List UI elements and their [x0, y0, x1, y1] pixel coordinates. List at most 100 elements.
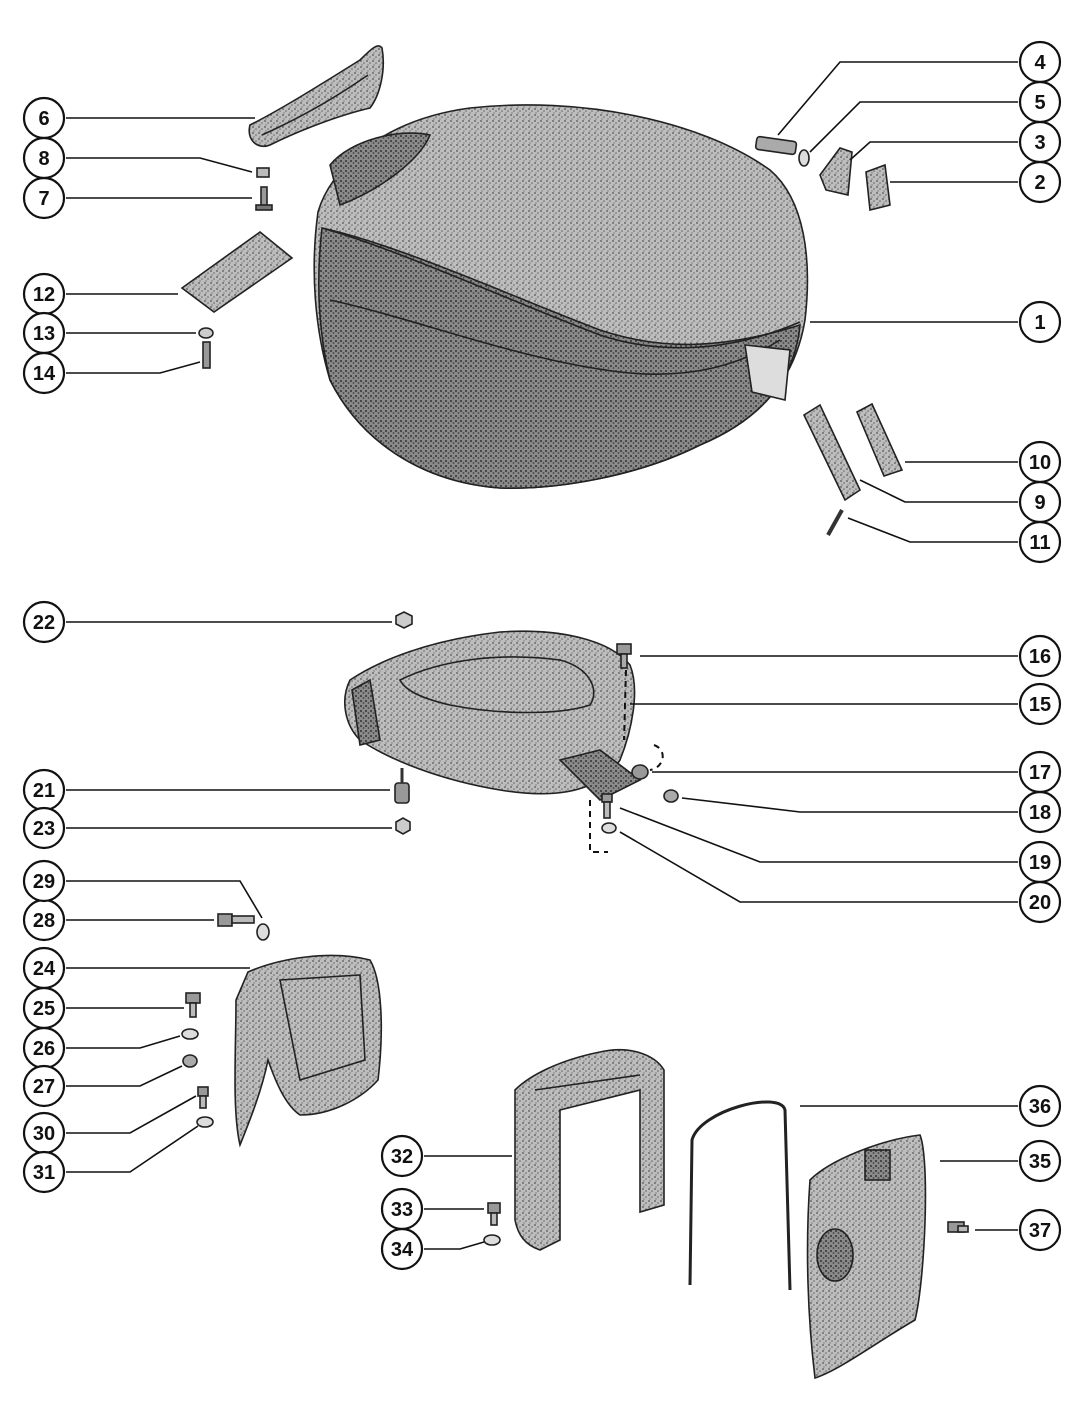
- svg-text:21: 21: [33, 780, 55, 802]
- svg-text:20: 20: [1029, 892, 1051, 914]
- screw-part: [947, 1221, 969, 1233]
- callout-13: 13: [22, 311, 66, 355]
- svg-text:18: 18: [1029, 802, 1051, 824]
- svg-text:13: 13: [33, 323, 55, 345]
- svg-text:15: 15: [1029, 694, 1051, 716]
- svg-text:3: 3: [1034, 132, 1045, 154]
- top-cowl-part: [313, 104, 809, 489]
- svg-text:11: 11: [1029, 532, 1050, 554]
- bolt-part: [217, 913, 255, 927]
- callout-37: 37: [1018, 1208, 1062, 1252]
- nut-part: [182, 1054, 198, 1068]
- washer-part: [256, 923, 270, 941]
- svg-text:25: 25: [33, 998, 55, 1020]
- svg-text:24: 24: [33, 958, 56, 980]
- svg-text:29: 29: [33, 871, 55, 893]
- callout-12: 12: [22, 272, 66, 316]
- callout-15: 15: [1018, 682, 1062, 726]
- nut-part: [395, 611, 413, 629]
- callout-35: 35: [1018, 1139, 1062, 1183]
- callout-1: 1: [1018, 300, 1062, 344]
- stud-mount-part: [394, 768, 410, 804]
- svg-text:1: 1: [1034, 312, 1045, 334]
- callout-10: 10: [1018, 440, 1062, 484]
- svg-text:16: 16: [1029, 646, 1051, 668]
- svg-text:10: 10: [1029, 452, 1051, 474]
- callout-9: 9: [1018, 480, 1062, 524]
- callout-28: 28: [22, 898, 66, 942]
- svg-text:5: 5: [1034, 92, 1045, 114]
- callout-8: 8: [22, 136, 66, 180]
- svg-text:14: 14: [33, 363, 56, 385]
- svg-text:32: 32: [391, 1146, 413, 1168]
- hinge-part: [802, 403, 862, 502]
- callout-3: 3: [1018, 120, 1062, 164]
- washer-part: [483, 1234, 501, 1246]
- assembly-dashed-line: [623, 669, 627, 741]
- support-plate-part: [234, 954, 383, 1148]
- screw-part: [255, 186, 273, 211]
- washer-part: [198, 327, 214, 339]
- washer-part: [601, 822, 617, 834]
- svg-text:19: 19: [1029, 852, 1051, 874]
- svg-text:26: 26: [33, 1038, 55, 1060]
- callout-23: 23: [22, 806, 66, 850]
- inner-cowl-frame-part: [514, 1048, 665, 1251]
- svg-text:17: 17: [1029, 762, 1051, 784]
- screw-part: [185, 992, 201, 1018]
- callout-26: 26: [22, 1026, 66, 1070]
- bottom-cowl-bracket-part: [344, 630, 642, 801]
- svg-text:23: 23: [33, 818, 55, 840]
- callout-16: 16: [1018, 634, 1062, 678]
- bolt-part: [202, 341, 211, 369]
- callout-25: 25: [22, 986, 66, 1030]
- svg-text:9: 9: [1034, 492, 1045, 514]
- callout-31: 31: [22, 1150, 66, 1194]
- svg-text:35: 35: [1029, 1151, 1051, 1173]
- svg-text:33: 33: [391, 1199, 413, 1221]
- svg-text:27: 27: [33, 1076, 55, 1098]
- callout-29: 29: [22, 859, 66, 903]
- latch-bolt-part: [754, 135, 798, 156]
- callout-18: 18: [1018, 790, 1062, 834]
- side-cover-part: [806, 1134, 927, 1380]
- screw-part: [487, 1202, 501, 1226]
- pad-part: [180, 230, 294, 313]
- svg-text:22: 22: [33, 612, 55, 634]
- callout-5: 5: [1018, 80, 1062, 124]
- screw-part: [197, 1086, 209, 1109]
- callout-19: 19: [1018, 840, 1062, 884]
- callout-32: 32: [380, 1134, 424, 1178]
- callout-30: 30: [22, 1111, 66, 1155]
- callout-33: 33: [380, 1187, 424, 1231]
- svg-text:28: 28: [33, 910, 55, 932]
- handle-part: [248, 45, 385, 147]
- washer-part: [181, 1028, 199, 1040]
- svg-text:37: 37: [1029, 1220, 1051, 1242]
- svg-text:12: 12: [33, 284, 55, 306]
- nut-part: [395, 817, 411, 835]
- screw-part: [616, 643, 632, 669]
- seal-part: [688, 1100, 792, 1291]
- nut-part: [663, 789, 679, 803]
- callout-34: 34: [380, 1227, 424, 1271]
- latch-plate-part: [865, 163, 891, 211]
- grommet-part: [631, 764, 649, 780]
- hinge-plate-part: [855, 402, 904, 477]
- callout-2: 2: [1018, 160, 1062, 204]
- washer-part: [196, 1116, 214, 1128]
- svg-text:34: 34: [391, 1239, 414, 1261]
- callout-22: 22: [22, 600, 66, 644]
- callout-11: 11: [1018, 520, 1062, 564]
- nut-part: [256, 167, 270, 178]
- latch-washer-part: [798, 149, 810, 167]
- callout-7: 7: [22, 176, 66, 220]
- svg-text:8: 8: [38, 148, 49, 170]
- screw-part: [601, 793, 613, 819]
- latch-hook-part: [819, 147, 853, 196]
- svg-text:6: 6: [38, 108, 49, 130]
- callout-36: 36: [1018, 1084, 1062, 1128]
- callout-24: 24: [22, 946, 66, 990]
- svg-text:4: 4: [1034, 52, 1046, 74]
- callout-20: 20: [1018, 880, 1062, 924]
